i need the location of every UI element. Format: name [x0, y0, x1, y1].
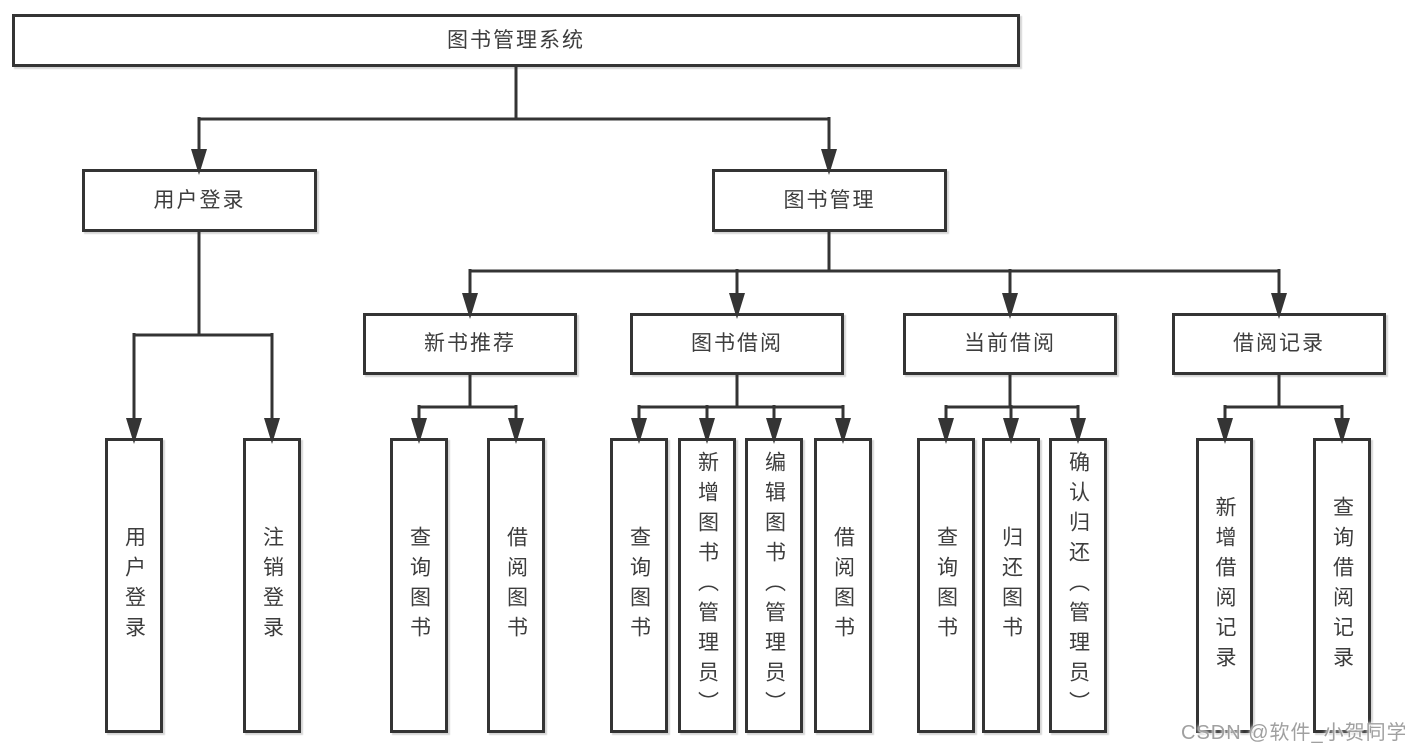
node-label: 图书管理系统 [447, 28, 585, 52]
node-leaf-bb-query-books: 查询图书 [610, 438, 668, 733]
node-label: 查询借阅记录 [1330, 495, 1354, 676]
node-user-login-group: 用户登录 [82, 169, 317, 232]
node-label: 新增图书（管理员） [695, 450, 719, 721]
watermark: CSDN @软件_小贺同学 [1181, 722, 1405, 744]
node-leaf-logout: 注销登录 [243, 438, 301, 733]
node-book-management: 图书管理 [712, 169, 947, 232]
node-label: 用户登录 [122, 525, 146, 646]
node-leaf-br-query-record: 查询借阅记录 [1313, 438, 1371, 733]
node-leaf-cb-return-books: 归还图书 [982, 438, 1040, 733]
node-leaf-cb-confirm-return: 确认归还（管理员） [1049, 438, 1107, 733]
node-label: 图书管理 [783, 188, 876, 212]
node-label: 借阅记录 [1233, 332, 1325, 356]
node-label: 确认归还（管理员） [1066, 450, 1090, 721]
node-book-borrowing: 图书借阅 [630, 313, 844, 375]
node-leaf-nbr-borrow-books: 借阅图书 [487, 438, 545, 733]
node-leaf-br-add-record: 新增借阅记录 [1196, 438, 1253, 733]
node-leaf-bb-borrow-books: 借阅图书 [814, 438, 872, 733]
node-leaf-nbr-query-books: 查询图书 [390, 438, 448, 733]
node-current-borrowing: 当前借阅 [903, 313, 1117, 375]
node-library-management-system: 图书管理系统 [12, 14, 1020, 67]
node-new-book-recommend: 新书推荐 [363, 313, 577, 375]
node-leaf-cb-query-books: 查询图书 [917, 438, 975, 733]
node-label: 借阅图书 [831, 525, 855, 646]
node-label: 新增借阅记录 [1213, 495, 1236, 676]
node-label: 用户登录 [153, 188, 246, 212]
node-label: 归还图书 [999, 525, 1023, 646]
node-leaf-bb-edit-books: 编辑图书（管理员） [745, 438, 803, 733]
node-label: 查询图书 [627, 525, 651, 646]
node-label: 编辑图书（管理员） [762, 450, 786, 721]
node-label: 当前借阅 [964, 332, 1056, 356]
node-label: 注销登录 [260, 525, 284, 646]
node-label: 查询图书 [934, 525, 958, 646]
node-label: 新书推荐 [424, 332, 516, 356]
node-leaf-bb-add-books: 新增图书（管理员） [678, 438, 736, 733]
node-borrowing-records: 借阅记录 [1172, 313, 1386, 375]
node-label: 图书借阅 [691, 332, 783, 356]
node-label: 借阅图书 [504, 525, 528, 646]
node-label: 查询图书 [407, 525, 431, 646]
node-leaf-user-login: 用户登录 [105, 438, 163, 733]
